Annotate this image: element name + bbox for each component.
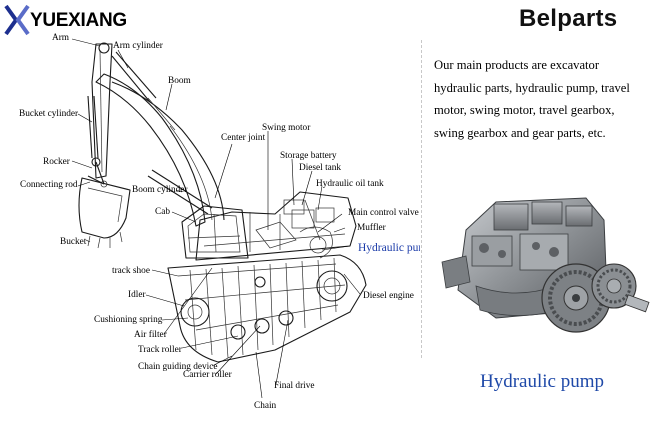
- label-hydraulic-oil-tank: Hydraulic oil tank: [316, 179, 384, 189]
- boom: [95, 73, 225, 227]
- label-swing-motor: Swing motor: [262, 123, 311, 133]
- label-final-drive: Final drive: [274, 381, 315, 391]
- belparts-logo: Belparts: [519, 5, 618, 32]
- upper-structure: [195, 191, 357, 261]
- label-track-roller: Track roller: [138, 345, 183, 355]
- bucket: [78, 177, 131, 249]
- label-cab: Cab: [155, 207, 170, 217]
- label-arm-cylinder: Arm cylinder: [113, 41, 164, 51]
- section-divider: [421, 40, 422, 358]
- label-boom: Boom: [168, 76, 191, 86]
- label-cushioning-spring: Cushioning spring: [94, 315, 163, 325]
- label-bucket: Bucket: [60, 237, 87, 247]
- label-main-control-valve: Main control valve: [348, 208, 419, 218]
- label-arm: Arm: [52, 33, 70, 43]
- description-line: motor, swing motor, travel gearbox,: [434, 103, 615, 117]
- description-line: swing gearbox and gear parts, etc.: [434, 125, 606, 140]
- bucket-cylinder: [87, 95, 99, 159]
- yuexiang-logo-text: YUEXIANG: [30, 10, 127, 31]
- leader-lines: [71, 38, 361, 399]
- product-caption: Hydraulic pump: [480, 371, 605, 392]
- label-boom-cylinder: Boom cylinder: [132, 185, 188, 195]
- label-rocker: Rocker: [43, 157, 71, 167]
- arm: [91, 42, 113, 179]
- description-line: Our main products are excavator: [434, 58, 600, 72]
- label-air-filter: Air filter: [134, 329, 168, 340]
- cab: [181, 205, 249, 259]
- yuexiang-logo: YUEXIANG: [4, 4, 134, 36]
- label-muffler: Muffler: [357, 222, 387, 233]
- label-center-joint: Center joint: [221, 133, 266, 143]
- bucket-linkage: [87, 157, 108, 188]
- label-hydraulic-pump: Hydraulic pump: [358, 242, 420, 254]
- label-idler: Idler: [128, 290, 146, 300]
- yuexiang-x-mark-icon: [4, 4, 30, 36]
- track-assembly: [167, 254, 367, 363]
- boom-cylinder: [147, 169, 213, 215]
- label-connecting-rod: Connecting rod: [20, 180, 78, 190]
- label-chain: Chain: [254, 401, 277, 411]
- label-chain-guiding-device: Chain guiding device: [138, 362, 218, 372]
- label-track-shoe: track shoe: [112, 266, 150, 276]
- description-line: hydraulic parts, hydraulic pump, travel: [434, 80, 630, 95]
- label-bucket-cylinder: Bucket cylinder: [19, 109, 79, 119]
- hydraulic-pump-image: [441, 197, 650, 333]
- label-diesel-engine: Diesel engine: [363, 291, 414, 301]
- product-description: Our main products are excavator hydrauli…: [434, 54, 644, 144]
- label-storage-battery: Storage battery: [280, 151, 337, 161]
- label-carrier-roller: Carrier roller: [183, 370, 233, 380]
- label-diesel-tank: Diesel tank: [299, 163, 341, 173]
- excavator-diagram: Arm Arm cylinder Boom Bucket cylinder Ce…: [19, 33, 420, 411]
- arm-cylinder: [111, 51, 176, 131]
